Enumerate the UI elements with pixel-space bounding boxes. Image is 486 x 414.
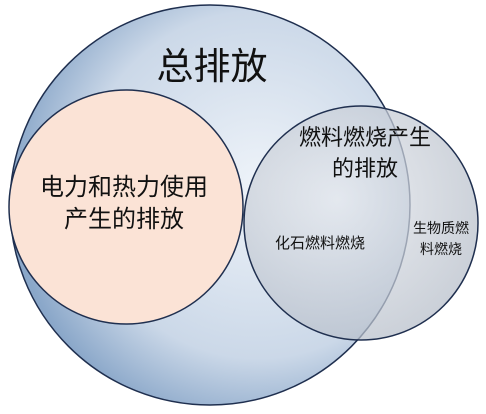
total-emissions-label: 总排放: [157, 45, 268, 88]
fuel-label-line1: 燃料燃烧产生: [299, 126, 431, 151]
electricity-label-line1: 电力和热力使用: [40, 173, 208, 201]
electricity-label-line2: 产生的排放: [64, 205, 184, 233]
fuel-label-line2: 的排放: [332, 157, 398, 182]
biomass-label-line1: 生物质燃: [413, 220, 469, 237]
biomass-label-line2: 料燃烧: [420, 241, 462, 258]
fuel-combustion-circle: [243, 105, 479, 341]
fossil-fuel-label: 化石燃料燃烧: [275, 234, 365, 252]
electricity-heat-circle: [8, 89, 244, 325]
